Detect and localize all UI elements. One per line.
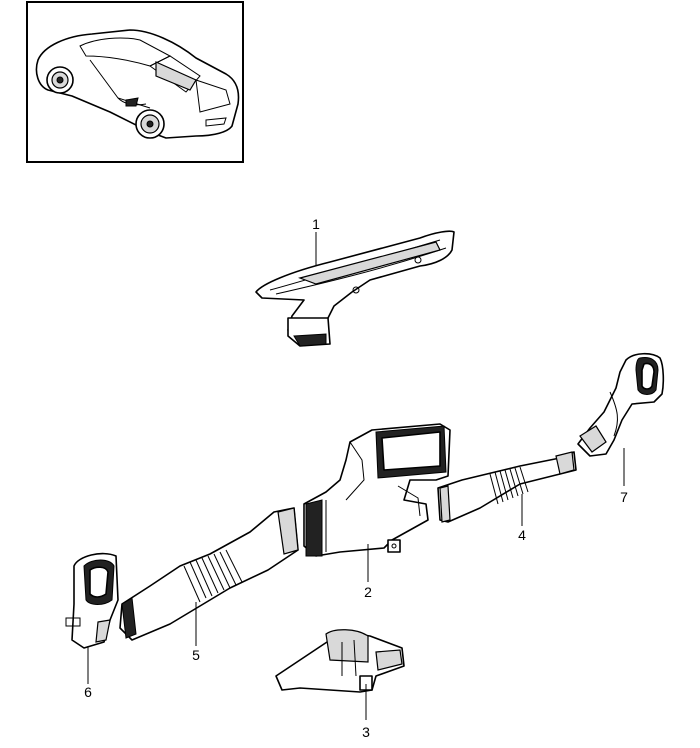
callout-7: 7	[620, 489, 628, 505]
callout-6: 6	[84, 684, 92, 700]
callout-3: 3	[362, 724, 370, 740]
part-7-bent-duct	[577, 352, 665, 457]
part-3-lower-duct	[275, 629, 405, 693]
part-5-long-duct	[119, 507, 299, 641]
callout-5: 5	[192, 647, 200, 663]
part-5-ribs	[183, 549, 243, 603]
part-4-corrugated-duct	[437, 451, 577, 523]
callout-4: 4	[518, 527, 526, 543]
car-icon	[35, 29, 240, 139]
part-6-outlet-nozzle	[65, 552, 119, 649]
callout-2: 2	[364, 584, 372, 600]
part-4-ribs	[489, 466, 529, 505]
vehicle-thumbnail	[26, 1, 244, 163]
part-1-air-duct	[255, 230, 455, 347]
part-2-distributor	[303, 423, 451, 557]
callout-1: 1	[312, 216, 320, 232]
